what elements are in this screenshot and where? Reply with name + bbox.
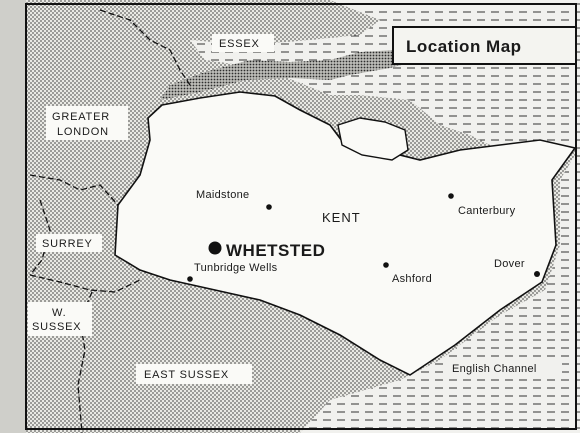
title-box [392,26,577,65]
boundary-london [29,174,119,206]
london-label-plate [46,106,128,140]
county-label-kent: KENT [322,210,361,225]
isle-of-sheppey [337,117,409,161]
kent-county [114,91,577,376]
county-label-london: LONDON [57,126,109,138]
sea-label-english-channel: English Channel [452,363,537,375]
place-label-tunbridge-wells: Tunbridge Wells [194,262,278,274]
ashford-marker [383,262,389,268]
esussex-label-plate [136,364,252,384]
wsussex-label-plate [28,302,92,336]
county-label-w: W. [52,307,66,319]
outer-margin [0,0,26,433]
place-label-maidstone: Maidstone [196,189,249,201]
boundary-surrey-sussex [29,274,141,293]
map-frame [25,3,577,430]
tunbridge-wells-marker [187,276,193,282]
place-label-dover: Dover [494,258,525,270]
place-label-ashford: Ashford [392,273,432,285]
channel-label-plate [448,359,562,377]
place-label-whetsted: WHETSTED [226,241,325,260]
county-label-sussex: SUSSEX [32,321,81,333]
canterbury-marker [448,193,454,199]
county-label-surrey: SURREY [42,238,93,250]
maidstone-marker [266,204,272,210]
county-label-greater: GREATER [52,111,110,123]
whetsted-marker [208,241,222,255]
place-label-canterbury: Canterbury [458,205,516,217]
surrey-label-plate [36,234,102,252]
county-label-east-sussex: EAST SUSSEX [144,369,229,381]
map-title: Location Map [406,37,522,56]
thames-estuary [160,48,440,100]
sea-area [190,0,580,433]
county-label-essex: ESSEX [219,38,260,50]
essex-label-plate [212,34,274,52]
dover-marker [534,271,540,277]
